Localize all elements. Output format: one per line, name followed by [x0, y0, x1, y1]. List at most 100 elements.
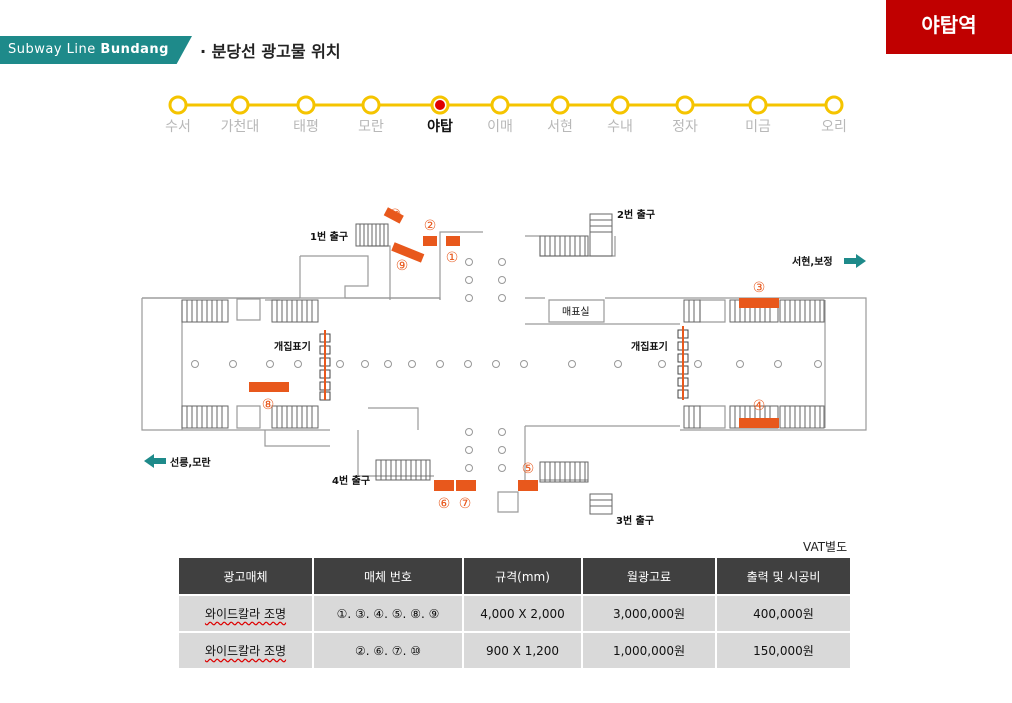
exit-4-label: 4번 출구	[332, 474, 370, 487]
station-dot	[296, 95, 316, 115]
station-badge: 야탑역	[886, 0, 1012, 54]
line-tag-bold: Bundang	[100, 42, 169, 57]
vat-note: VAT별도	[803, 540, 848, 554]
table-cell: ②. ⑥. ⑦. ⑩	[314, 633, 462, 668]
station-dot	[490, 95, 510, 115]
ad-number-1: ①	[446, 250, 459, 266]
gate-right-label: 개집표기	[631, 340, 668, 353]
ad-number-2: ②	[424, 218, 437, 234]
station-dot	[550, 95, 570, 115]
table-cell: 4,000 X 2,000	[464, 596, 581, 631]
station-label: 수서	[165, 119, 191, 135]
pillar	[436, 360, 444, 368]
station-label: 오리	[821, 119, 847, 135]
ad-panel-5	[518, 480, 538, 491]
ad-numbers: ① ② ③ ④ ⑤ ⑥ ⑦ ⑧ ⑨ ⑩	[262, 207, 766, 512]
stair-west-bottom	[181, 405, 229, 429]
table-header: 광고매체	[179, 558, 312, 594]
pillar	[336, 360, 344, 368]
direction-east-label: 서현,보정	[792, 255, 833, 268]
pillar	[498, 446, 506, 454]
table-header-row: 광고매체 매체 번호 규격(mm) 월광고료 출력 및 시공비	[179, 558, 850, 594]
station-label: 야탑	[427, 118, 453, 135]
arrow-right-icon	[844, 254, 866, 268]
pillar	[498, 276, 506, 284]
ad-panel-6	[434, 480, 454, 491]
stair-east-top	[683, 299, 825, 323]
table-cell-text: 와이드칼라 조명	[204, 644, 287, 658]
pillar	[465, 258, 473, 266]
direction-west-label: 선릉,모란	[170, 456, 211, 469]
pillar	[294, 360, 302, 368]
stair-west-top	[181, 299, 229, 323]
table-cell: 900 X 1,200	[464, 633, 581, 668]
pillar	[498, 294, 506, 302]
table-cell: 와이드칼라 조명	[179, 596, 312, 631]
ad-price-table: 광고매체 매체 번호 규격(mm) 월광고료 출력 및 시공비 와이드칼라 조명…	[177, 556, 852, 670]
table-header: 규격(mm)	[464, 558, 581, 594]
pillar	[229, 360, 237, 368]
pillar	[736, 360, 744, 368]
pillar	[814, 360, 822, 368]
current-station-dot	[435, 100, 445, 110]
pillar	[266, 360, 274, 368]
exit-3-label: 3번 출구	[616, 514, 654, 527]
pillar	[774, 360, 782, 368]
station-dot	[824, 95, 844, 115]
table-row: 와이드칼라 조명 ②. ⑥. ⑦. ⑩ 900 X 1,200 1,000,00…	[179, 633, 850, 668]
station-label: 정자	[672, 119, 698, 135]
table-header: 월광고료	[583, 558, 715, 594]
pillar	[465, 428, 473, 436]
pillar	[658, 360, 666, 368]
pillar	[492, 360, 500, 368]
ad-panels	[249, 207, 779, 491]
pillar	[191, 360, 199, 368]
ticket-office-label: 매표실	[562, 306, 590, 318]
table-cell: ①. ③. ④. ⑤. ⑧. ⑨	[314, 596, 462, 631]
pillar	[614, 360, 622, 368]
table-cell: 3,000,000원	[583, 596, 715, 631]
line-tag-prefix: Subway Line	[8, 42, 101, 57]
stair-exit-1	[355, 223, 389, 247]
gate-left-label: 개집표기	[274, 340, 311, 353]
station-label: 모란	[358, 119, 384, 135]
station-label: 서현	[547, 119, 573, 135]
ad-panel-9	[391, 242, 425, 263]
stair-exit-3	[539, 461, 613, 515]
ad-number-5: ⑤	[522, 461, 535, 477]
pillar	[465, 294, 473, 302]
pillar	[464, 360, 472, 368]
ad-panel-8	[249, 382, 289, 392]
table-cell: 와이드칼라 조명	[179, 633, 312, 668]
ad-panel-4	[739, 418, 779, 428]
pillar	[465, 464, 473, 472]
pillars	[191, 258, 822, 472]
stair-west-top-2	[271, 299, 319, 323]
table-cell-text: 와이드칼라 조명	[204, 607, 287, 621]
station-dot	[610, 95, 630, 115]
pillar	[384, 360, 392, 368]
stair-west-bottom-2	[271, 405, 319, 429]
pillar	[568, 360, 576, 368]
pillar	[498, 428, 506, 436]
ad-panel-10	[383, 207, 404, 224]
exit-1-label: 1번 출구	[310, 230, 348, 243]
ad-number-10: ⑩	[389, 207, 402, 223]
pillar	[465, 276, 473, 284]
table-header: 매체 번호	[314, 558, 462, 594]
ad-number-8: ⑧	[262, 397, 275, 413]
stair-exit-4	[375, 459, 431, 481]
pillar	[694, 360, 702, 368]
pillar	[520, 360, 528, 368]
ad-number-6: ⑥	[438, 496, 451, 512]
table-header: 출력 및 시공비	[717, 558, 850, 594]
table-cell: 150,000원	[717, 633, 850, 668]
pillar	[361, 360, 369, 368]
ad-panel-3	[739, 298, 779, 308]
ad-panel-2	[423, 236, 437, 246]
station-label: 태평	[293, 119, 319, 135]
pillar	[408, 360, 416, 368]
station-label: 이매	[487, 119, 513, 135]
